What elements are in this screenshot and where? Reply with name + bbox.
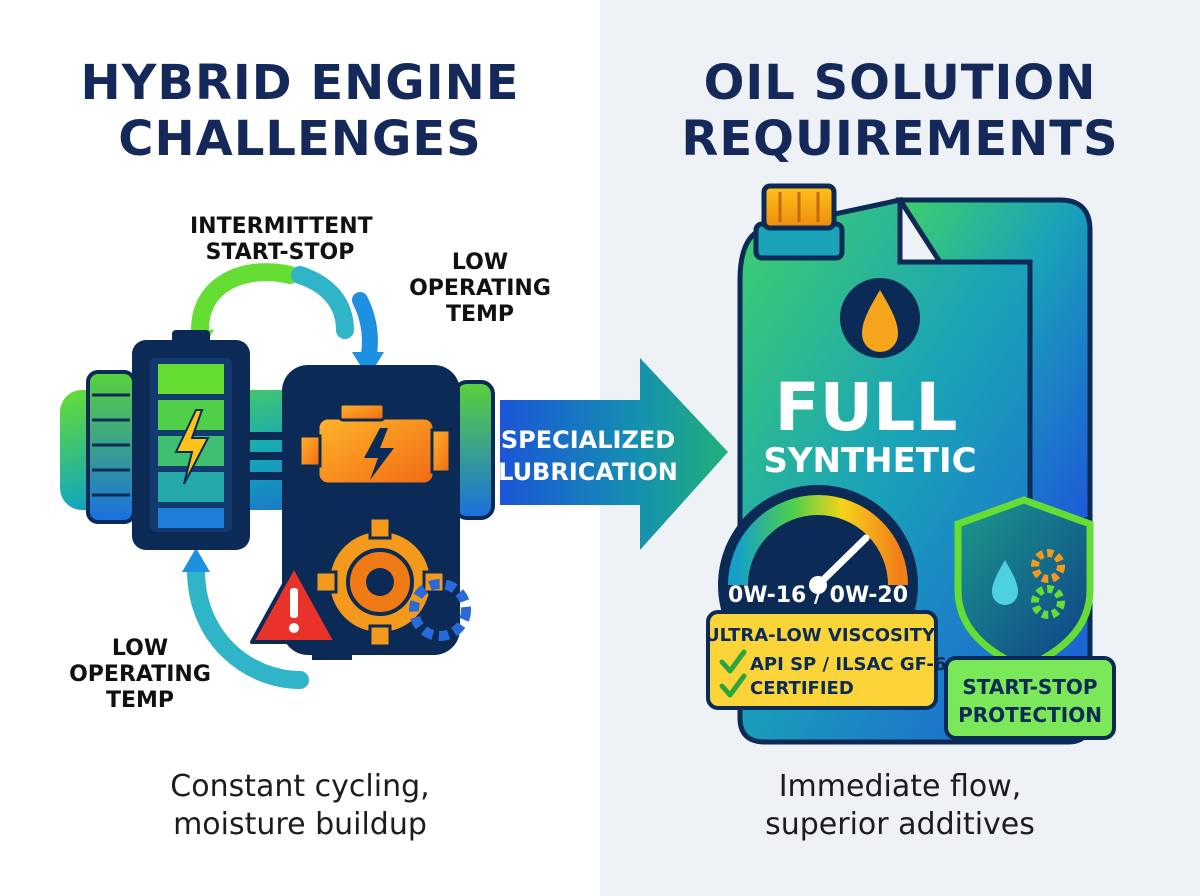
- label-low-operating-temp-right: LOW OPERATING TEMP: [409, 250, 551, 327]
- arrow-label-line2: LUBRICATION: [498, 458, 678, 486]
- arrow-label-line1: SPECIALIZED: [501, 426, 675, 454]
- spec-label-box: [706, 610, 938, 710]
- spec-item-api: API SP / ILSAC GF-6: [750, 654, 946, 675]
- right-caption: Immediate flow, superior additives: [765, 769, 1035, 842]
- small-gear-icon: [409, 579, 471, 641]
- jug-label-full: FULL: [775, 369, 958, 446]
- transition-arrow: [500, 358, 728, 550]
- shield-icon: [954, 496, 1094, 672]
- cycle-arrow-bottom-icon: [182, 548, 309, 689]
- spec-title: ULTRA-LOW VISCOSITY: [705, 625, 936, 646]
- gauge-viscosity-text: 0W-16 / 0W-20: [728, 583, 908, 608]
- badge-line2: PROTECTION: [958, 703, 1102, 727]
- engine-icon: [298, 402, 452, 486]
- left-title: HYBRID ENGINE CHALLENGES: [80, 55, 520, 167]
- jug-label-synthetic: SYNTHETIC: [763, 441, 976, 481]
- start-stop-badge: [944, 656, 1116, 740]
- spec-item-certified: CERTIFIED: [750, 678, 854, 699]
- badge-line1: START-STOP: [962, 675, 1097, 699]
- label-low-operating-temp-bottom: LOW OPERATING TEMP: [69, 636, 211, 713]
- checkmark-icon: [719, 649, 747, 674]
- label-intermittent-start-stop: INTERMITTENT START-STOP: [190, 214, 373, 265]
- left-caption: Constant cycling, moisture buildup: [170, 769, 430, 842]
- battery-icon: [132, 330, 250, 550]
- checkmark-icon: [719, 673, 747, 698]
- right-title: OIL SOLUTION REQUIREMENTS: [681, 55, 1119, 167]
- warning-icon: [250, 564, 338, 644]
- oil-drop-icon: [840, 278, 920, 358]
